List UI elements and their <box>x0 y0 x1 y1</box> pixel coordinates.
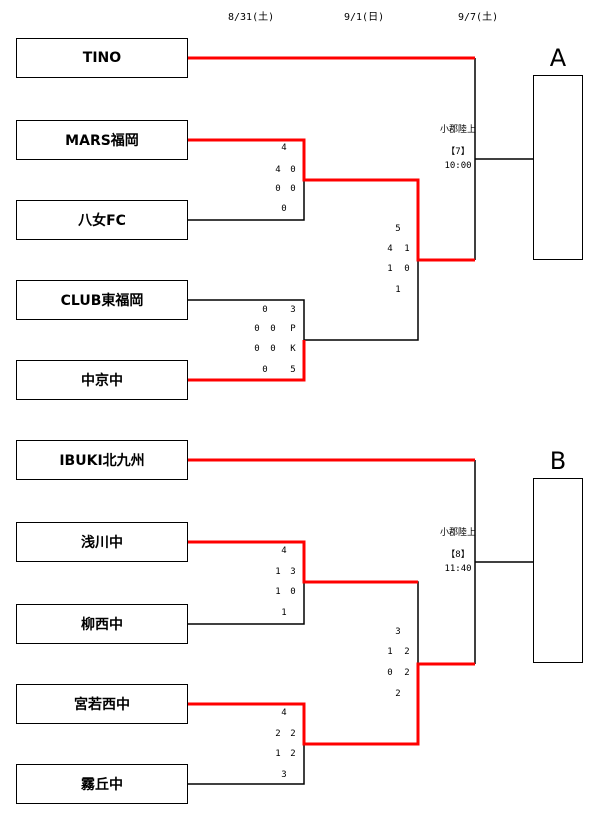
result-box-b <box>533 478 583 663</box>
score: 1 <box>404 244 410 254</box>
score: 0 <box>270 344 276 354</box>
score: 2 <box>275 729 281 739</box>
team-yame-fc: 八女FC <box>16 200 188 240</box>
score: 2 <box>404 668 410 678</box>
result-label-b: B <box>549 447 567 475</box>
score: 1 <box>387 647 393 657</box>
team-tino: TINO <box>16 38 188 78</box>
score: 0 <box>404 264 410 274</box>
team-mars-fukuoka: MARS福岡 <box>16 120 188 160</box>
venue-b: 小郡陸上 <box>439 528 476 538</box>
score: 1 <box>275 587 281 597</box>
score: 2 <box>290 729 296 739</box>
bracket-b-winners <box>188 458 475 746</box>
bracket-a-lines <box>188 58 533 341</box>
team-asakawa-chu: 浅川中 <box>16 522 188 562</box>
match-number-b: 【8】 <box>446 550 470 560</box>
score: 0 <box>270 324 276 334</box>
score: 0 <box>262 305 268 315</box>
match-time-a: 10:00 <box>444 161 472 171</box>
team-miyawaka-nishi-chu: 宮若西中 <box>16 684 188 724</box>
match-number-a: 【7】 <box>446 147 470 157</box>
score: 1 <box>275 749 281 759</box>
score: 0 <box>281 204 287 214</box>
score: 0 <box>290 587 296 597</box>
team-kirigaoka-chu: 霧丘中 <box>16 764 188 804</box>
match-time-b: 11:40 <box>444 564 472 574</box>
venue-a: 小郡陸上 <box>439 125 476 135</box>
score: 2 <box>290 749 296 759</box>
score: 4 <box>281 546 287 556</box>
score: 0 <box>254 344 260 354</box>
pk-label: K <box>290 344 296 354</box>
score: 1 <box>387 264 393 274</box>
score: 2 <box>404 647 410 657</box>
score: 4 <box>281 708 287 718</box>
score: 3 <box>290 567 296 577</box>
date-final: 9/7(土) <box>458 12 499 23</box>
score: 3 <box>290 305 296 315</box>
score: 0 <box>387 668 393 678</box>
score: 0 <box>275 184 281 194</box>
score: 3 <box>395 627 401 637</box>
score: 2 <box>395 689 401 699</box>
pk-label: P <box>290 324 296 334</box>
score: 0 <box>290 165 296 175</box>
team-club-higashi-fukuoka: CLUB東福岡 <box>16 280 188 320</box>
score: 0 <box>290 184 296 194</box>
result-label-a: A <box>549 44 567 72</box>
score: 1 <box>395 285 401 295</box>
team-chukyo-chu: 中京中 <box>16 360 188 400</box>
score: 1 <box>275 567 281 577</box>
result-box-a <box>533 75 583 260</box>
score: 5 <box>290 365 296 375</box>
date-round2: 9/1(日) <box>344 12 385 23</box>
bracket-a-winners <box>188 56 475 382</box>
score: 5 <box>395 224 401 234</box>
score: 4 <box>281 143 287 153</box>
date-round1: 8/31(土) <box>228 12 275 23</box>
bracket-b-lines <box>188 460 533 785</box>
score: 3 <box>281 770 287 780</box>
score: 1 <box>281 608 287 618</box>
score: 0 <box>262 365 268 375</box>
score: 4 <box>275 165 281 175</box>
team-ibuki-kitakyushu: IBUKI北九州 <box>16 440 188 480</box>
team-ryusei-chu: 柳西中 <box>16 604 188 644</box>
score: 4 <box>387 244 393 254</box>
score: 0 <box>254 324 260 334</box>
